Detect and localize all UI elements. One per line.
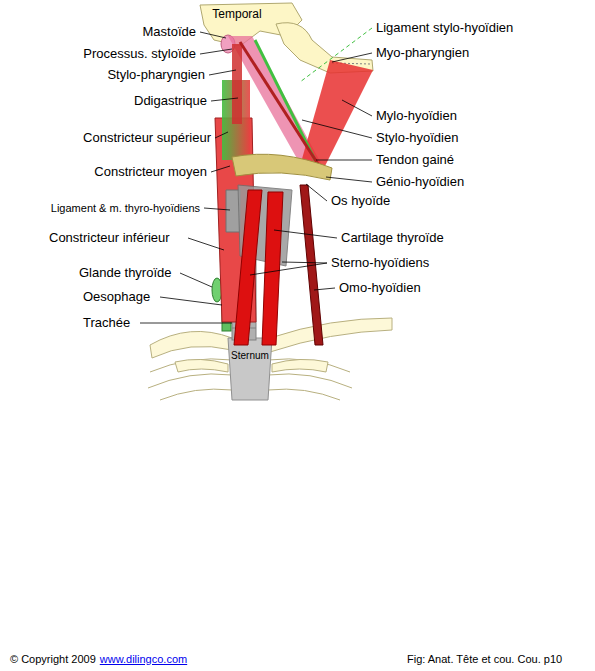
part-label: Oesophage [83,290,150,305]
footer-text: © Copyright 2009 [10,653,96,666]
part-label: Génio-hyoïdien [376,175,464,190]
part-label: Constricteur inférieur [49,231,170,246]
part-label: Mylo-hyoïdien [376,109,457,124]
part-label: Omo-hyoïdien [339,281,421,296]
part-label: Temporal [212,8,261,22]
part-label: Os hyoïde [331,194,390,209]
footer-text: www.dilingco.com [100,653,187,666]
part-label: Myo-pharyngien [376,46,469,61]
part-label: Constricteur supérieur [83,131,211,146]
part-label: Tendon gainé [376,153,454,168]
footer-text: Fig: Anat. Tête et cou. Cou. p10 [407,653,562,666]
part-label: Ligament & m. thyro-hyoïdiens [51,202,200,215]
part-label: Constricteur moyen [94,165,207,180]
part-label: Glande thyroïde [79,266,172,281]
part-label: Trachée [83,316,130,331]
part-label: Ddigastrique [134,94,207,109]
part-label: Ligament stylo-hyoïdien [376,21,513,36]
part-label: Processus. styloïde [83,47,196,62]
part-label: Sterno-hyoïdiens [331,256,429,271]
part-label: Stylo-pharyngien [107,68,205,83]
part-label: Stylo-hyoïdien [376,131,458,146]
part-label: Cartilage thyroïde [341,231,444,246]
part-label: Mastoïde [143,25,196,40]
part-label: Sternum [231,350,269,362]
